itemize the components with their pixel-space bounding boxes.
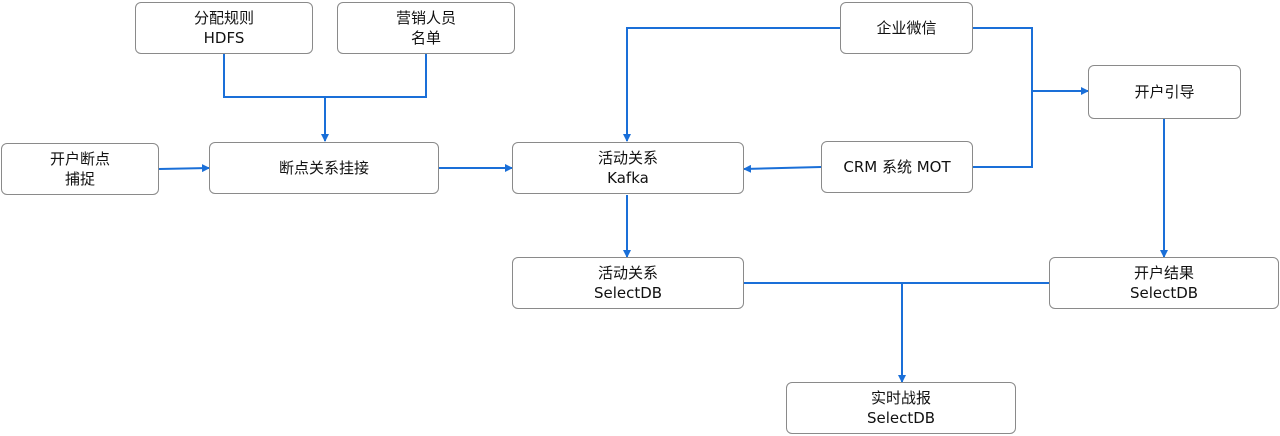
node-fenpei-line2: HDFS	[203, 29, 245, 47]
node-kaihu-jieguo-line1: 开户结果	[1133, 264, 1194, 282]
edge-crm-to-yindao	[973, 91, 1033, 168]
node-yingxiao-mingdan[interactable]: 营销人员 名单	[337, 2, 515, 54]
node-huodong-selectdb-line1: 活动关系	[597, 264, 658, 282]
node-crm-mot[interactable]: CRM 系统 MOT	[821, 141, 973, 193]
node-duandian-guanxi[interactable]: 断点关系挂接	[209, 142, 439, 194]
node-shishi-zhanbao-line2: SelectDB	[866, 409, 936, 427]
node-qiye-weixin-line1: 企业微信	[876, 19, 937, 37]
edge-crm-to-kafka	[743, 164, 822, 173]
node-huodong-selectdb-line2: SelectDB	[593, 284, 663, 302]
node-kaihu-duandian-line2: 捕捉	[64, 170, 95, 188]
node-crm-mot-line1: CRM 系统 MOT	[843, 158, 951, 176]
node-kaihu-yindao[interactable]: 开户引导	[1088, 65, 1241, 119]
node-shishi-zhanbao-line1: 实时战报	[870, 389, 931, 407]
node-fenpei-line1: 分配规则	[193, 9, 254, 27]
node-shishi-zhanbao[interactable]: 实时战报 SelectDB	[786, 382, 1016, 434]
node-kaihu-duandian-line1: 开户断点	[49, 150, 110, 168]
edge-yingxiao-to-merge	[325, 54, 427, 98]
node-duandian-guanxi-line1: 断点关系挂接	[278, 159, 369, 177]
edge-weixin-to-kafka	[623, 27, 840, 142]
node-kaihu-jieguo-line2: SelectDB	[1129, 284, 1199, 302]
node-fenpei-hdfs[interactable]: 分配规则 HDFS	[135, 2, 313, 54]
edge-kaihu-to-duandian	[158, 164, 210, 173]
edge-fenpei-to-merge	[223, 54, 325, 98]
node-huodong-selectdb[interactable]: 活动关系 SelectDB	[512, 257, 744, 309]
node-kaihu-yindao-line1: 开户引导	[1134, 83, 1195, 101]
edge-weixin-to-yindao	[973, 27, 1033, 91]
node-yingxiao-line2: 名单	[410, 29, 441, 47]
node-huodong-kafka-line2: Kafka	[607, 169, 649, 187]
node-yingxiao-line1: 营销人员	[395, 9, 456, 27]
node-huodong-kafka-line1: 活动关系	[597, 149, 658, 167]
node-qiye-weixin[interactable]: 企业微信	[840, 2, 973, 54]
node-kaihu-jieguo[interactable]: 开户结果 SelectDB	[1049, 257, 1279, 309]
node-kaihu-duandian[interactable]: 开户断点 捕捉	[1, 143, 159, 195]
node-huodong-kafka[interactable]: 活动关系 Kafka	[512, 142, 744, 194]
